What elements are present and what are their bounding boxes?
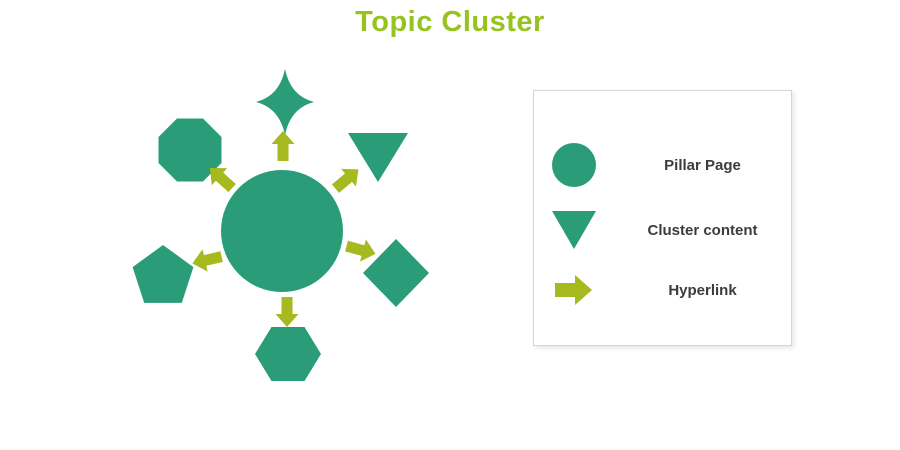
hyperlink-arrow-down-left-icon (192, 249, 223, 272)
cluster-hexagon-shape (255, 327, 321, 381)
cluster-content-triangle-icon (552, 211, 596, 249)
legend-item-pillar-page: Pillar Page (534, 143, 791, 187)
cluster-pentagon-shape (132, 245, 194, 303)
hyperlink-arrow-up-icon (271, 131, 295, 161)
hyperlink-arrow-up-right-icon (331, 168, 359, 193)
cluster-star-shape (256, 69, 314, 135)
legend-item-cluster-content: Cluster content (534, 211, 791, 249)
hyperlink-arrow-icon (555, 275, 592, 305)
pillar-page-circle (221, 170, 343, 292)
legend: Pillar Page Cluster content Hyperlink (533, 90, 792, 346)
hyperlink-arrows (192, 131, 376, 327)
legend-label: Cluster content (647, 221, 758, 239)
legend-item-hyperlink: Hyperlink (534, 273, 791, 307)
pillar-page-circle-icon (552, 143, 596, 187)
legend-label: Pillar Page (664, 156, 741, 174)
hyperlink-arrow-right-icon (345, 239, 376, 262)
hyperlink-arrow-up-left-icon (209, 167, 236, 193)
cluster-diamond-shape (363, 239, 429, 307)
legend-label: Hyperlink (668, 281, 737, 299)
page-title: Topic Cluster (355, 6, 545, 38)
cluster-octagon-shape (158, 118, 222, 182)
hyperlink-arrow-down-icon (275, 297, 299, 327)
cluster-triangle-shape (348, 133, 408, 182)
